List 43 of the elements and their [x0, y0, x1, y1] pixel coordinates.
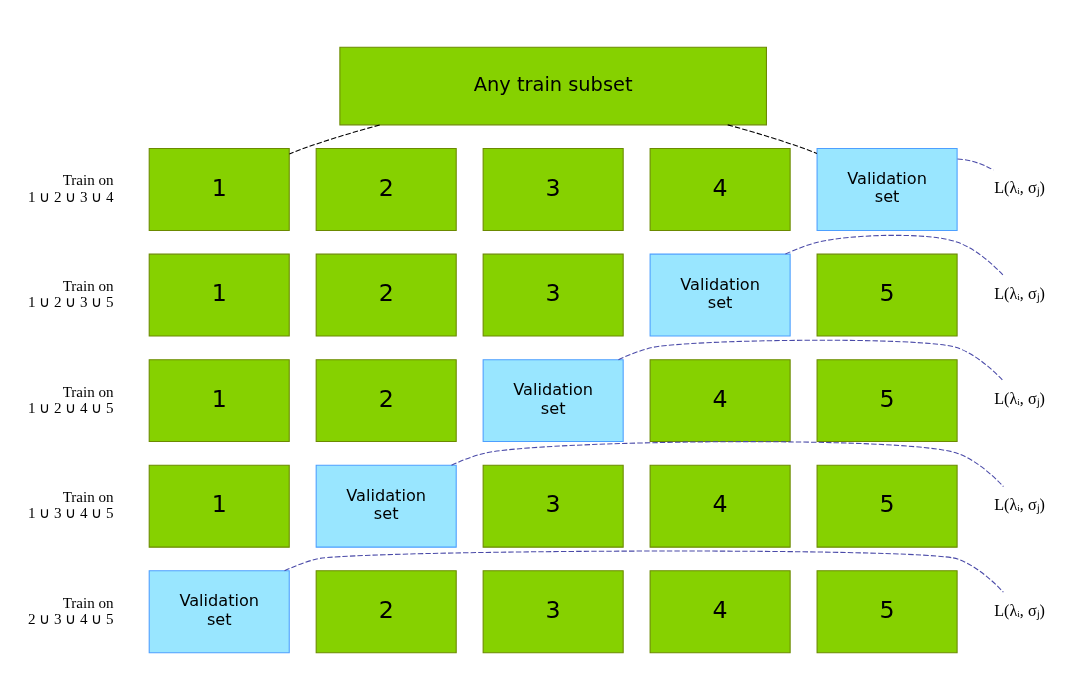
connector — [956, 158, 994, 171]
node-box: Validation set — [649, 253, 791, 337]
node-box: 4 — [649, 464, 791, 548]
connector — [727, 124, 818, 154]
connector — [617, 339, 1004, 382]
label: Train on 2 ∪ 3 ∪ 4 ∪ 5 — [27, 594, 114, 627]
label: Train on 1 ∪ 2 ∪ 4 ∪ 5 — [27, 383, 114, 416]
node-box: 1 — [148, 464, 290, 548]
node-box: 5 — [816, 253, 958, 337]
node-box: 3 — [482, 570, 624, 654]
node-box: 4 — [649, 359, 791, 443]
node-text: L(λᵢ, σⱼ) — [994, 179, 1046, 197]
node-box: Validation set — [816, 148, 958, 231]
node-box: 3 — [482, 148, 624, 231]
node-box: Validation set — [482, 359, 624, 443]
node-box: Validation set — [148, 570, 290, 654]
node-box: 2 — [315, 359, 457, 443]
node-box: 5 — [816, 464, 958, 548]
connector — [284, 550, 1004, 593]
node-text: L(λᵢ, σⱼ) — [994, 284, 1046, 302]
node-box: 1 — [148, 253, 290, 337]
node-box: 3 — [482, 464, 624, 548]
node-box: 2 — [315, 253, 457, 337]
label: Train on 1 ∪ 2 ∪ 3 ∪ 5 — [27, 277, 114, 311]
label: Train on 1 ∪ 3 ∪ 4 ∪ 5 — [27, 489, 114, 522]
node-box: 4 — [649, 570, 791, 654]
node-box: 3 — [482, 253, 624, 337]
node-box: Any train subset — [339, 46, 767, 126]
node-text: L(λᵢ, σⱼ) — [994, 390, 1046, 408]
connector — [450, 441, 1004, 488]
node-text: L(λᵢ, σⱼ) — [994, 495, 1046, 513]
connector — [784, 234, 1004, 277]
node-box: 1 — [148, 359, 290, 443]
label: Train on 1 ∪ 2 ∪ 3 ∪ 4 — [27, 172, 114, 205]
node-box: 5 — [816, 570, 958, 654]
node-box: Validation set — [315, 464, 457, 548]
node-box: 2 — [315, 148, 457, 231]
connector — [288, 124, 381, 155]
node-box: 5 — [816, 359, 958, 443]
node-text: L(λᵢ, σⱼ) — [994, 601, 1046, 619]
node-box: 2 — [315, 570, 457, 654]
node-box: 1 — [148, 148, 290, 231]
node-box: 4 — [649, 148, 791, 231]
